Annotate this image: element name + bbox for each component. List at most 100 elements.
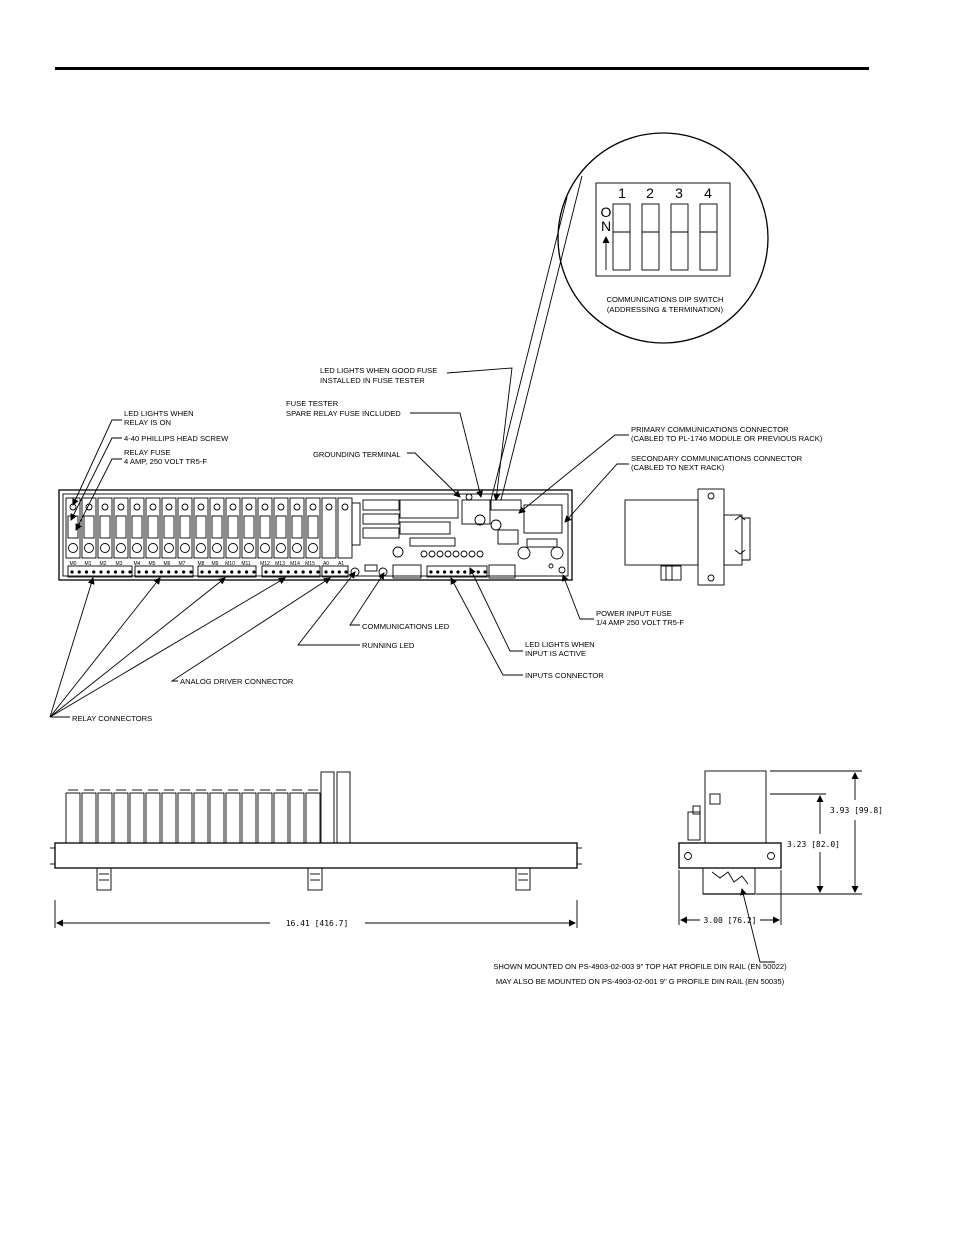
elevation-relay — [209, 789, 225, 844]
dip-number-1: 1 — [618, 185, 626, 201]
elevation-relay — [177, 789, 193, 844]
relay-module — [177, 497, 193, 559]
zoom-line-right — [500, 175, 583, 501]
terminal-strip — [67, 565, 133, 578]
callout-led-good-fuse-1: LED LIGHTS WHEN GOOD FUSE — [320, 366, 437, 375]
elevation-relay — [81, 789, 97, 844]
relay-module — [273, 497, 289, 559]
elevation-relay — [129, 789, 145, 844]
connector-label: M1 — [85, 561, 92, 567]
terminal-strip — [321, 565, 349, 578]
elevation-relay — [257, 789, 273, 844]
connector-label: M12 — [260, 561, 270, 567]
connector-label: M10 — [225, 561, 235, 567]
on-letter-o: O — [601, 204, 612, 220]
zoom-circle — [557, 132, 769, 344]
relay-module — [113, 497, 129, 559]
connector-label: M14 — [290, 561, 300, 567]
terminal-strip — [261, 565, 321, 578]
connector-label: M3 — [116, 561, 123, 567]
elevation-relay — [289, 789, 305, 844]
elevation-relays — [65, 789, 321, 844]
note-line-2: MAY ALSO BE MOUNTED ON PS-4903-02-001 9"… — [496, 977, 785, 986]
callout-phillips-screw: 4-40 PHILLIPS HEAD SCREW — [124, 434, 229, 443]
dim-width: 3.00 [76.2] — [704, 916, 757, 925]
relay-module — [65, 497, 81, 559]
electronics-cluster — [350, 493, 566, 579]
callout-primary-comm-1: PRIMARY COMMUNICATIONS CONNECTOR — [631, 425, 789, 434]
connector-label: A1 — [338, 561, 344, 567]
callout-secondary-comm-1: SECONDARY COMMUNICATIONS CONNECTOR — [631, 454, 803, 463]
elevation-relay — [145, 789, 161, 844]
note-line-1: SHOWN MOUNTED ON PS-4903-02-003 9" TOP H… — [493, 962, 787, 971]
elevation-relay — [161, 789, 177, 844]
callout-running-led: RUNNING LED — [362, 641, 415, 650]
elevation-relay — [65, 789, 81, 844]
terminal-strips — [67, 565, 488, 578]
connector-label: A0 — [323, 561, 329, 567]
relay-module — [193, 497, 209, 559]
connector-label: M7 — [179, 561, 186, 567]
relay-module — [129, 497, 145, 559]
callout-relay-fuse-1: RELAY FUSE — [124, 448, 171, 457]
callout-fuse-tester-2: SPARE RELAY FUSE INCLUDED — [286, 409, 401, 418]
header-rule — [55, 67, 869, 70]
relay-module — [305, 497, 321, 559]
terminal-strip — [197, 565, 257, 578]
dip-switch-zoom: 1 2 3 4 O N COMMUNICATIONS DIP SWITCH (A… — [490, 132, 769, 501]
relay-modules — [65, 497, 353, 559]
callout-secondary-comm-2: (CABLED TO NEXT RACK) — [631, 463, 725, 472]
relay-module — [209, 497, 225, 559]
relay-module — [257, 497, 273, 559]
callout-inputs-connector: INPUTS CONNECTOR — [525, 671, 604, 680]
elevation-relay — [97, 789, 113, 844]
connector-label: M2 — [100, 561, 107, 567]
board-outline — [58, 489, 573, 581]
callout-led-input-1: LED LIGHTS WHEN — [525, 640, 595, 649]
callout-led-relay-1: LED LIGHTS WHEN — [124, 409, 194, 418]
on-letter-n: N — [601, 218, 611, 234]
elevation-relay — [305, 789, 321, 844]
callout-primary-comm-2: (CABLED TO PL-1746 MODULE OR PREVIOUS RA… — [631, 434, 823, 443]
callout-power-fuse-1: POWER INPUT FUSE — [596, 609, 672, 618]
terminal-strip — [426, 565, 488, 578]
callout-led-relay-2: RELAY IS ON — [124, 418, 171, 427]
dip-levers — [612, 203, 718, 271]
connector-label: M0 — [70, 561, 77, 567]
dip-number-3: 3 — [675, 185, 683, 201]
elevation-relay — [225, 789, 241, 844]
callout-led-input-2: INPUT IS ACTIVE — [525, 649, 586, 658]
callout-led-good-fuse-2: INSTALLED IN FUSE TESTER — [320, 376, 425, 385]
relay-module — [145, 497, 161, 559]
relay-module — [241, 497, 257, 559]
relay-module — [97, 497, 113, 559]
connector-label: M5 — [149, 561, 156, 567]
elevation-relay — [193, 789, 209, 844]
callout-grounding-terminal: GROUNDING TERMINAL — [313, 450, 401, 459]
callout-power-fuse-2: 1/4 AMP 250 VOLT TR5-F — [596, 618, 684, 627]
connector-label: M9 — [212, 561, 219, 567]
connector-label: M11 — [241, 561, 251, 567]
elevation-relay — [273, 789, 289, 844]
connector-label: M15 — [305, 561, 315, 567]
relay-module — [225, 497, 241, 559]
relay-module — [161, 497, 177, 559]
dim-height-total: 3.93 [99.8] — [830, 806, 883, 815]
dip-caption-2: (ADDRESSING & TERMINATION) — [607, 305, 724, 314]
dip-number-2: 2 — [646, 185, 654, 201]
relay-module — [81, 497, 97, 559]
connector-label: M6 — [164, 561, 171, 567]
relay-module — [289, 497, 305, 559]
dim-length: 16.41 [416.7] — [286, 919, 349, 928]
leader-lines — [49, 367, 629, 718]
callout-labels: LED LIGHTS WHEN GOOD FUSE INSTALLED IN F… — [72, 366, 823, 723]
dim-height-inner: 3.23 [82.0] — [787, 840, 840, 849]
dip-caption-1: COMMUNICATIONS DIP SWITCH — [607, 295, 724, 304]
elevation-relay — [113, 789, 129, 844]
callout-analog-driver: ANALOG DRIVER CONNECTOR — [180, 677, 294, 686]
relay-module — [337, 497, 353, 559]
connector-label: M4 — [134, 561, 141, 567]
